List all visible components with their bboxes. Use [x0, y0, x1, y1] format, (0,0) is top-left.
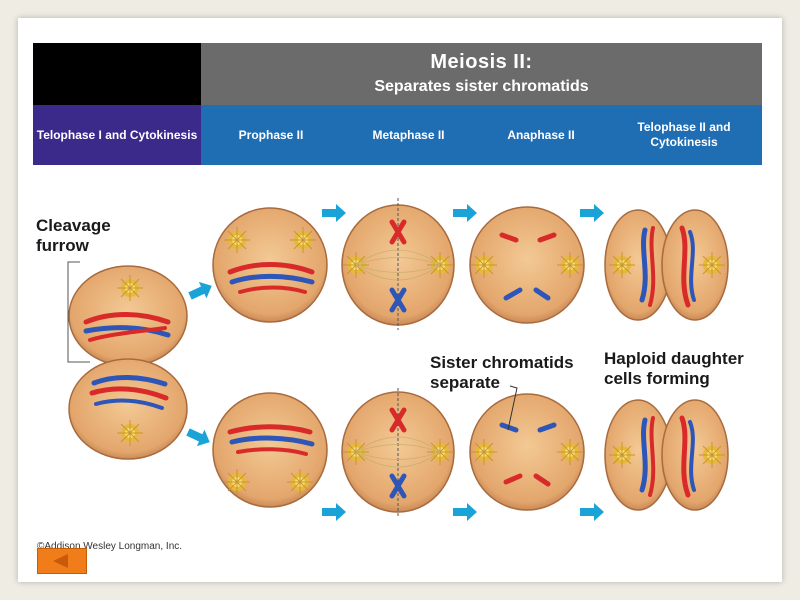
back-arrow-icon	[50, 553, 74, 569]
arrow-right-icon	[322, 204, 346, 222]
arrow-right-icon	[580, 204, 604, 222]
arrow-right-icon	[453, 204, 477, 222]
metaphase-ii-top	[342, 198, 454, 330]
arrow-right-icon	[184, 424, 213, 450]
arrow-right-icon	[580, 503, 604, 521]
haploid-cells-label: Haploid daughter cells forming	[604, 349, 764, 389]
sister-chromatids-label: Sister chromatids separate	[430, 353, 590, 393]
metaphase-ii-bottom	[342, 388, 454, 518]
prophase-ii-top	[213, 208, 327, 322]
back-button[interactable]	[37, 548, 87, 574]
anaphase-ii-bottom	[470, 386, 584, 510]
anaphase-ii-top	[470, 207, 584, 323]
arrow-right-icon	[322, 503, 346, 521]
telophase-ii-top	[605, 210, 728, 320]
cleavage-furrow-label: Cleavage furrow	[36, 216, 146, 256]
arrow-right-icon	[186, 278, 215, 304]
prophase-ii-bottom	[213, 393, 327, 507]
arrow-right-icon	[453, 503, 477, 521]
telophase-ii-bottom	[605, 400, 728, 510]
cell-bottom	[69, 359, 187, 459]
